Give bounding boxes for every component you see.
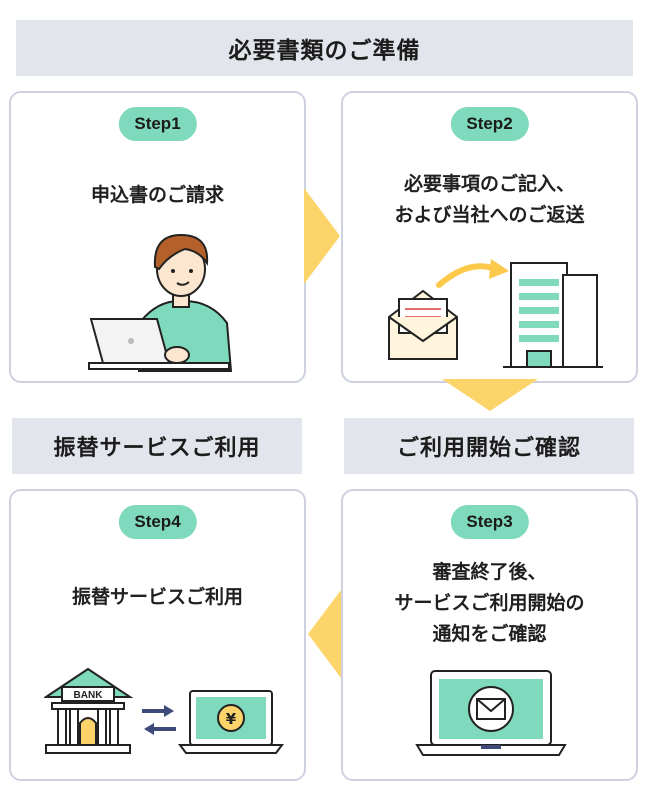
step2-text: 必要事項のご記入、 および当社へのご返送: [394, 173, 585, 226]
step1-card: Step1 申込書のご請求: [9, 91, 306, 383]
step4-card: Step4 振替サービスご利用 BANK ¥: [9, 489, 306, 781]
step2-badge: Step2: [450, 107, 529, 141]
step4-badge: Step4: [118, 505, 197, 539]
step1-text: 申込書のご請求: [90, 184, 224, 206]
left-banner: 振替サービスご利用: [12, 418, 302, 474]
person-laptop-illustration: [88, 233, 233, 372]
arrow-left-icon: [308, 586, 344, 682]
arrow-right-icon: [304, 188, 340, 284]
bank-label: BANK: [74, 690, 104, 701]
step2-card: Step2 必要事項のご記入、 および当社へのご返送: [341, 91, 638, 383]
step3-text: 審査終了後、 サービスご利用開始の 通知をご確認: [394, 561, 585, 645]
top-banner: 必要書類のご準備: [16, 20, 633, 76]
right-banner: ご利用開始ご確認: [344, 418, 634, 474]
step4-text: 振替サービスご利用: [71, 586, 243, 608]
step3-badge: Step3: [450, 505, 529, 539]
arrow-down-icon: [442, 379, 538, 411]
bank-to-laptop-illustration: BANK ¥: [44, 667, 284, 754]
yen-symbol: ¥: [226, 710, 237, 728]
step1-badge: Step1: [118, 107, 197, 141]
laptop-mail-illustration: [415, 670, 567, 756]
step3-card: Step3 審査終了後、 サービスご利用開始の 通知をご確認: [341, 489, 638, 781]
envelope-to-building-illustration: [388, 259, 603, 368]
